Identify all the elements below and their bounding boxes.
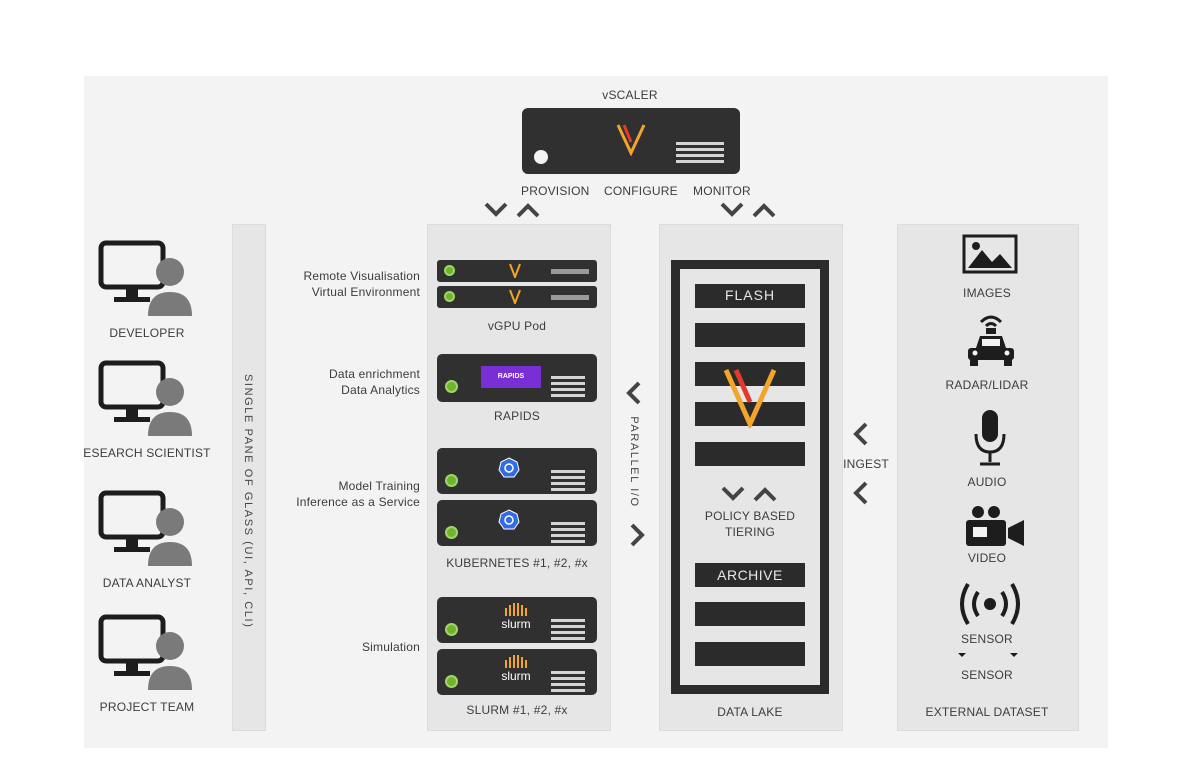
tiering-line: TIERING	[724, 525, 776, 539]
flash-label: FLASH	[724, 287, 776, 303]
sensor-label: SENSOR	[961, 632, 1013, 646]
power-icon	[534, 150, 548, 164]
status-led-icon	[445, 526, 458, 539]
rapids-label: RAPIDS	[494, 409, 540, 423]
vent-lines-icon	[676, 142, 724, 166]
data-lake-label: DATA LAKE	[717, 705, 783, 719]
provision-arrows-icon	[484, 202, 540, 218]
flash-slot	[695, 284, 805, 308]
vent-lines-icon	[551, 376, 585, 400]
user-label: DATA ANALYST	[102, 576, 192, 590]
vent-lines-icon	[551, 470, 585, 494]
desc-line: Remote Visualisation	[303, 269, 420, 283]
action-provision: PROVISION	[521, 184, 590, 198]
chevron-right-icon	[630, 523, 645, 547]
tiering-line: POLICY BASED	[704, 509, 796, 523]
desc-line: Data Analytics	[341, 383, 420, 397]
slurm-label: SLURM #1, #2, #x	[466, 703, 568, 717]
vent-lines-icon	[551, 619, 585, 643]
storage-slot	[695, 442, 805, 466]
user-label: DEVELOPER	[109, 326, 185, 340]
rapids-server: RAPIDS	[437, 354, 597, 402]
desc-line: Virtual Environment	[311, 285, 420, 299]
chevron-left-icon	[626, 381, 641, 405]
monitor-arrows-icon	[720, 202, 776, 218]
image-icon	[962, 234, 1018, 274]
tiering-arrows-icon	[721, 486, 777, 502]
external-dataset-panel	[897, 224, 1079, 731]
storage-slot	[695, 362, 805, 386]
ingest-label: INGEST	[843, 457, 889, 471]
slurm-logo-icon	[505, 603, 527, 616]
action-monitor: MONITOR	[693, 184, 751, 198]
storage-slot	[695, 642, 805, 666]
slurm-server-2: slurm	[437, 649, 597, 695]
vgpu-server-1	[437, 260, 597, 282]
user-label: ESEARCH SCIENTIST	[83, 446, 211, 460]
drive-slot-icon	[551, 295, 589, 300]
vgpu-pod-label: vGPU Pod	[487, 319, 547, 333]
kubernetes-server-1	[437, 448, 597, 494]
images-label: IMAGES	[963, 286, 1011, 300]
vscaler-logo-icon	[723, 368, 777, 428]
status-led-icon	[445, 474, 458, 487]
status-led-icon	[445, 675, 458, 688]
storage-slot	[695, 323, 805, 347]
sensor-label-2: SENSOR	[961, 668, 1013, 682]
desc-line: Data enrichment	[328, 367, 420, 381]
parallel-io-label: PARALLEL I/O	[628, 416, 640, 508]
status-led-icon	[445, 623, 458, 636]
vscaler-logo-icon	[509, 263, 521, 278]
slurm-wordmark: slurm	[501, 669, 531, 683]
vscaler-logo-icon	[509, 289, 521, 304]
vgpu-server-2	[437, 286, 597, 308]
single-pane-label: SINGLE PANE OF GLASS (UI, API, CLI)	[242, 374, 254, 629]
slurm-logo-icon	[505, 655, 527, 668]
user-at-monitor-icon	[98, 240, 192, 316]
rapids-logo: RAPIDS	[481, 366, 541, 388]
tiering-label: POLICY BASED TIERING	[680, 508, 820, 540]
kubernetes-icon	[498, 509, 520, 530]
chevron-left-icon	[853, 481, 868, 505]
single-pane-panel	[232, 224, 266, 731]
chevron-left-icon	[853, 422, 868, 446]
desc-line: Inference as a Service	[296, 495, 420, 509]
kubernetes-label: KUBERNETES #1, #2, #x	[446, 556, 588, 570]
vscaler-logo-icon	[616, 124, 646, 156]
action-configure: CONFIGURE	[604, 184, 678, 198]
slurm-server-1: slurm	[437, 597, 597, 643]
desc-line: Model Training	[338, 479, 420, 493]
kubernetes-server-2	[437, 500, 597, 546]
desc-model-training: Model Training Inference as a Service	[250, 478, 420, 510]
external-dataset-label: EXTERNAL DATASET	[925, 705, 1049, 719]
vent-lines-icon	[551, 522, 585, 546]
car-radar-icon	[968, 315, 1014, 366]
kubernetes-icon	[498, 457, 520, 478]
status-led-icon	[444, 265, 455, 276]
slurm-wordmark: slurm	[501, 617, 531, 631]
sensor-icon	[960, 582, 1020, 626]
microphone-icon	[974, 410, 1006, 466]
status-led-icon	[444, 291, 455, 302]
vent-lines-icon	[551, 671, 585, 695]
desc-remote-vis: Remote Visualisation Virtual Environment	[250, 268, 420, 300]
user-at-monitor-icon	[98, 360, 192, 436]
desc-data-enrichment: Data enrichment Data Analytics	[250, 366, 420, 398]
drive-slot-icon	[551, 269, 589, 274]
radar-lidar-label: RADAR/LIDAR	[945, 378, 1029, 392]
vscaler-title: vSCALER	[602, 88, 658, 102]
video-camera-icon	[966, 506, 1024, 546]
storage-slot	[695, 602, 805, 626]
user-at-monitor-icon	[98, 490, 192, 566]
user-at-monitor-icon	[98, 614, 192, 690]
archive-label: ARCHIVE	[717, 567, 783, 583]
video-label: VIDEO	[967, 551, 1007, 565]
vscaler-appliance	[522, 108, 740, 174]
audio-label: AUDIO	[967, 475, 1007, 489]
archive-slot	[695, 563, 805, 587]
sensor-icon	[958, 653, 1018, 657]
user-label: PROJECT TEAM	[99, 700, 195, 714]
status-led-icon	[445, 380, 458, 393]
desc-simulation: Simulation	[361, 640, 420, 654]
